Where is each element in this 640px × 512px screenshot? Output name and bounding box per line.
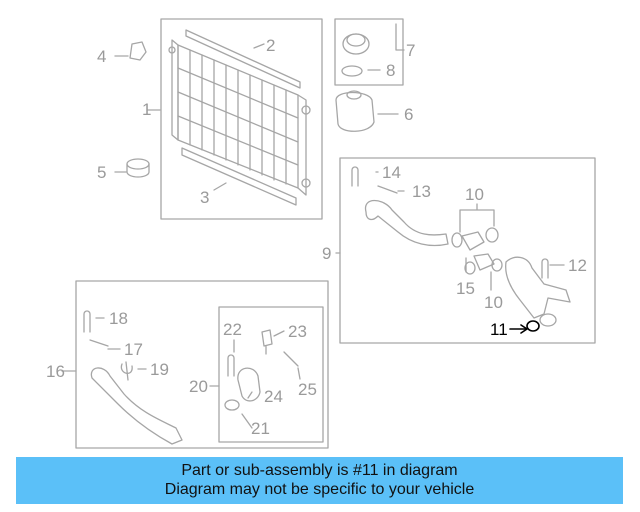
clamp-12-icon xyxy=(541,258,549,279)
callout-21[interactable]: 21 xyxy=(251,419,270,438)
mount-bracket-icon xyxy=(129,41,147,61)
callout-4[interactable]: 4 xyxy=(97,47,107,66)
thermostat-group-box xyxy=(218,306,324,443)
hose-25-icon xyxy=(283,351,299,367)
callout-23[interactable]: 23 xyxy=(288,322,307,341)
part-11-highlight xyxy=(509,320,540,334)
radiator-icon xyxy=(168,39,311,196)
coolant-flange-icon xyxy=(451,227,503,275)
callout-9[interactable]: 9 xyxy=(322,244,332,263)
rubber-mount-icon xyxy=(126,158,150,178)
lower-hose-group-box xyxy=(75,280,329,449)
clamp-14-icon xyxy=(351,166,359,187)
footer-part-note: Part or sub-assembly is #11 in diagram xyxy=(181,462,458,479)
o-ring-icon xyxy=(224,399,240,411)
clamp-22-icon xyxy=(227,354,235,377)
cap-seal-icon xyxy=(341,65,363,77)
reservoir-cap-icon xyxy=(342,33,370,55)
callout-11[interactable]: 11 xyxy=(490,320,508,339)
callout-18[interactable]: 18 xyxy=(109,309,128,328)
radiator-group-box xyxy=(160,18,323,220)
callout-22[interactable]: 22 xyxy=(223,320,242,339)
upper-hose-icon xyxy=(364,199,449,247)
callout-24[interactable]: 24 xyxy=(264,387,283,406)
callout-1[interactable]: 1 xyxy=(142,100,152,119)
callout-7[interactable]: 7 xyxy=(406,41,416,60)
callout-15[interactable]: 15 xyxy=(456,279,475,298)
expansion-tank-icon xyxy=(335,90,375,132)
part-11-icon xyxy=(526,320,540,332)
callout-10-top[interactable]: 10 xyxy=(465,185,484,204)
thermostat-housing-icon xyxy=(237,367,261,402)
callout-19[interactable]: 19 xyxy=(150,360,169,379)
callout-25[interactable]: 25 xyxy=(298,380,317,399)
footer-banner: Part or sub-assembly is #11 in diagram D… xyxy=(16,457,623,504)
callout-16[interactable]: 16 xyxy=(46,362,65,381)
bottom-baffle-icon xyxy=(181,147,297,206)
callout-5[interactable]: 5 xyxy=(97,163,107,182)
callout-10-bottom[interactable]: 10 xyxy=(484,293,503,312)
callout-2[interactable]: 2 xyxy=(266,36,276,55)
hose-17-icon xyxy=(89,339,109,347)
clamp-18-icon xyxy=(83,310,91,333)
callout-13[interactable]: 13 xyxy=(412,182,431,201)
callout-20[interactable]: 20 xyxy=(189,377,208,396)
temp-sensor-icon xyxy=(261,329,273,355)
callout-3[interactable]: 3 xyxy=(200,188,210,207)
callout-14[interactable]: 14 xyxy=(382,163,401,182)
lower-hose-icon xyxy=(90,367,183,445)
footer-disclaimer: Diagram may not be specific to your vehi… xyxy=(164,481,475,498)
reservoir-group-box xyxy=(334,18,404,86)
leader-10-bracket xyxy=(459,203,495,233)
top-baffle-icon xyxy=(185,29,301,89)
callout-17[interactable]: 17 xyxy=(124,340,143,359)
hose-group-box xyxy=(339,157,596,344)
callout-6[interactable]: 6 xyxy=(404,105,414,124)
lower-hose-right-icon xyxy=(505,256,571,319)
callout-8[interactable]: 8 xyxy=(386,61,396,80)
hose-13-icon xyxy=(377,185,398,194)
callout-12[interactable]: 12 xyxy=(568,256,587,275)
clip-19-icon xyxy=(120,361,133,381)
